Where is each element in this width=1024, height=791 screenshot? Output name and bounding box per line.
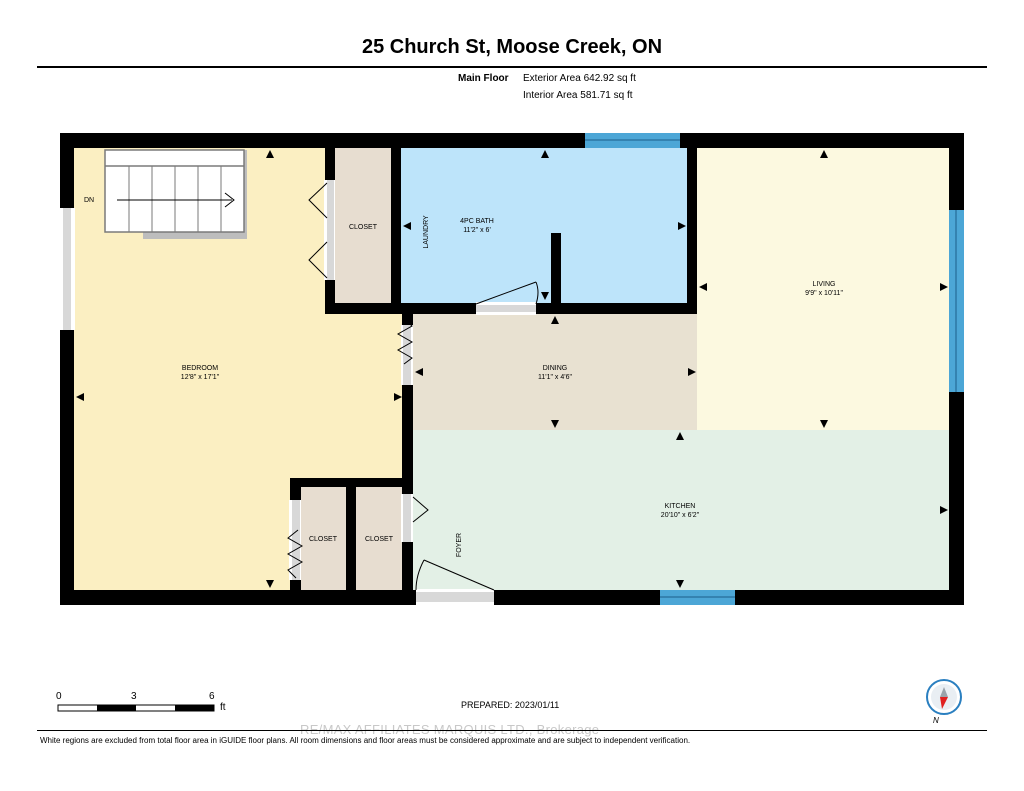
compass-icon: [926, 679, 962, 715]
bedroom-fill: [74, 148, 404, 590]
exterior-area: Exterior Area 642.92 sq ft: [523, 73, 636, 84]
compass-north-label: N: [933, 716, 939, 725]
closet-top-fill: [335, 148, 391, 303]
brokerage-watermark: RE/MAX AFFILIATES MARQUIS LTD., Brokerag…: [300, 722, 600, 737]
disclaimer-text: White regions are excluded from total fl…: [40, 736, 691, 745]
scale-tick-6: 6: [209, 691, 215, 702]
door-swings: [286, 182, 539, 591]
bedroom-dims: 12'8" x 17'1": [181, 374, 220, 381]
living-dims: 9'9" x 10'11": [805, 290, 843, 297]
closet-bottom-right-fill: [356, 487, 402, 590]
bedroom-label: BEDROOM: [182, 365, 218, 372]
windows: [585, 133, 964, 605]
dining-fill: [413, 314, 697, 430]
dimension-arrows: [76, 150, 948, 588]
bath-dims: 11'2" x 6': [463, 227, 491, 234]
interior-area: Interior Area 581.71 sq ft: [523, 90, 633, 101]
closet-bottom-left-label: CLOSET: [309, 536, 338, 543]
stairs-down-label: DN: [84, 197, 94, 204]
closet-bottom-left-fill: [301, 487, 346, 590]
plan-title: 25 Church St, Moose Creek, ON: [361, 36, 663, 58]
kitchen-label: KITCHEN: [665, 503, 696, 510]
laundry-label: LAUNDRY: [423, 215, 430, 249]
closet-bottom-right-label: CLOSET: [365, 536, 394, 543]
title-divider: [37, 66, 987, 68]
living-fill: [697, 148, 949, 430]
bath-fill: [401, 148, 687, 303]
prepared-date: PREPARED: 2023/01/11: [461, 700, 560, 710]
closet-top-label: CLOSET: [349, 224, 378, 231]
foyer-label: FOYER: [456, 533, 463, 557]
scale-bar: [57, 704, 215, 712]
scale-tick-0: 0: [56, 691, 62, 702]
scale-tick-3: 3: [131, 691, 137, 702]
scale-unit: ft: [220, 702, 226, 713]
stairs: [104, 149, 247, 239]
living-label: LIVING: [813, 281, 836, 288]
kitchen-dims: 20'10" x 6'2": [661, 512, 700, 519]
bath-label: 4PC BATH: [460, 218, 494, 225]
footer-divider: [37, 730, 987, 731]
floor-name: Main Floor: [458, 73, 509, 84]
kitchen-fill: [413, 430, 949, 590]
dining-dims: 11'1" x 4'6": [538, 374, 572, 381]
dining-label: DINING: [543, 365, 568, 372]
